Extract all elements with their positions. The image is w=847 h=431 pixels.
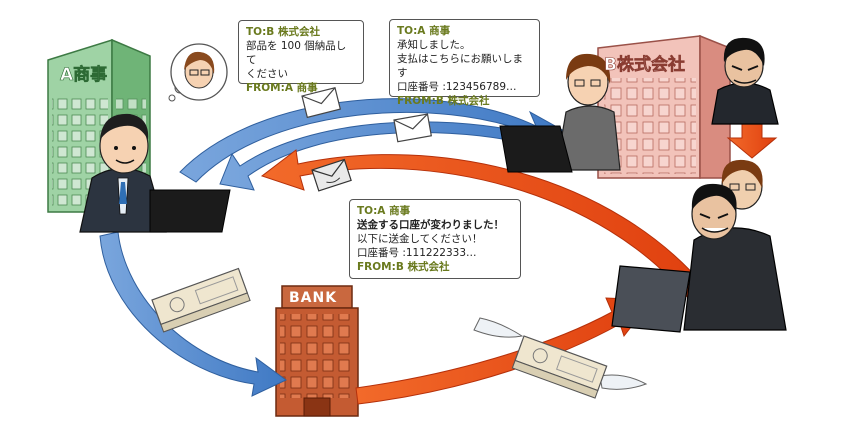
person-b-woman <box>499 53 621 173</box>
arrow-intercept <box>726 119 778 159</box>
arrow-fraud-to-a <box>260 149 707 301</box>
message-order-line1: 部品を 100 個納品して <box>246 40 347 66</box>
hacker-peeking <box>711 37 779 125</box>
envelope-fake <box>311 158 352 192</box>
message-reply-line3: 口座番号 :123456789… <box>397 81 517 93</box>
message-reply-from: FROM:B 株式会社 <box>397 95 490 107</box>
message-reply-line2: 支払はこちらにお願いします <box>397 53 523 79</box>
message-reply-line1: 承知しました。 <box>397 39 471 51</box>
fraudsters <box>611 159 787 333</box>
arrow-a-to-bank <box>99 231 287 397</box>
message-order-line2: ください <box>246 68 288 80</box>
thought-bubble <box>168 43 228 102</box>
building-a-sign: A商事 <box>60 65 108 86</box>
arrow-b-to-a <box>219 121 561 191</box>
message-fake-line2: 以下に送金してください！ <box>357 233 483 245</box>
message-order-to: TO:B 株式会社 <box>246 26 320 38</box>
money-stack-2-flying <box>473 317 648 399</box>
person-a-businessman <box>79 113 231 233</box>
message-fake-from: FROM:B 株式会社 <box>357 261 450 273</box>
bank-building <box>275 285 359 417</box>
message-reply-bubble: TO:A 商事 承知しました。 支払はこちらにお願いします 口座番号 :1234… <box>389 19 540 107</box>
message-fake-line1: 送金する口座が変わりました！ <box>357 219 504 231</box>
building-b-sign: B株式会社 <box>604 55 686 76</box>
message-order-from: FROM:A 商事 <box>246 82 318 94</box>
money-stack-1 <box>151 267 251 333</box>
envelope-reply <box>393 113 432 143</box>
message-fake-to: TO:A 商事 <box>357 205 411 217</box>
bank-sign: BANK <box>289 290 338 306</box>
message-order-bubble: TO:B 株式会社 部品を 100 個納品して ください FROM:A 商事 <box>238 20 364 94</box>
message-fake-line3: 口座番号 :111222333… <box>357 247 477 259</box>
message-fake-bubble: TO:A 商事 送金する口座が変わりました！ 以下に送金してください！ 口座番号… <box>349 199 521 279</box>
message-reply-to: TO:A 商事 <box>397 25 451 37</box>
envelope-order <box>301 87 342 119</box>
